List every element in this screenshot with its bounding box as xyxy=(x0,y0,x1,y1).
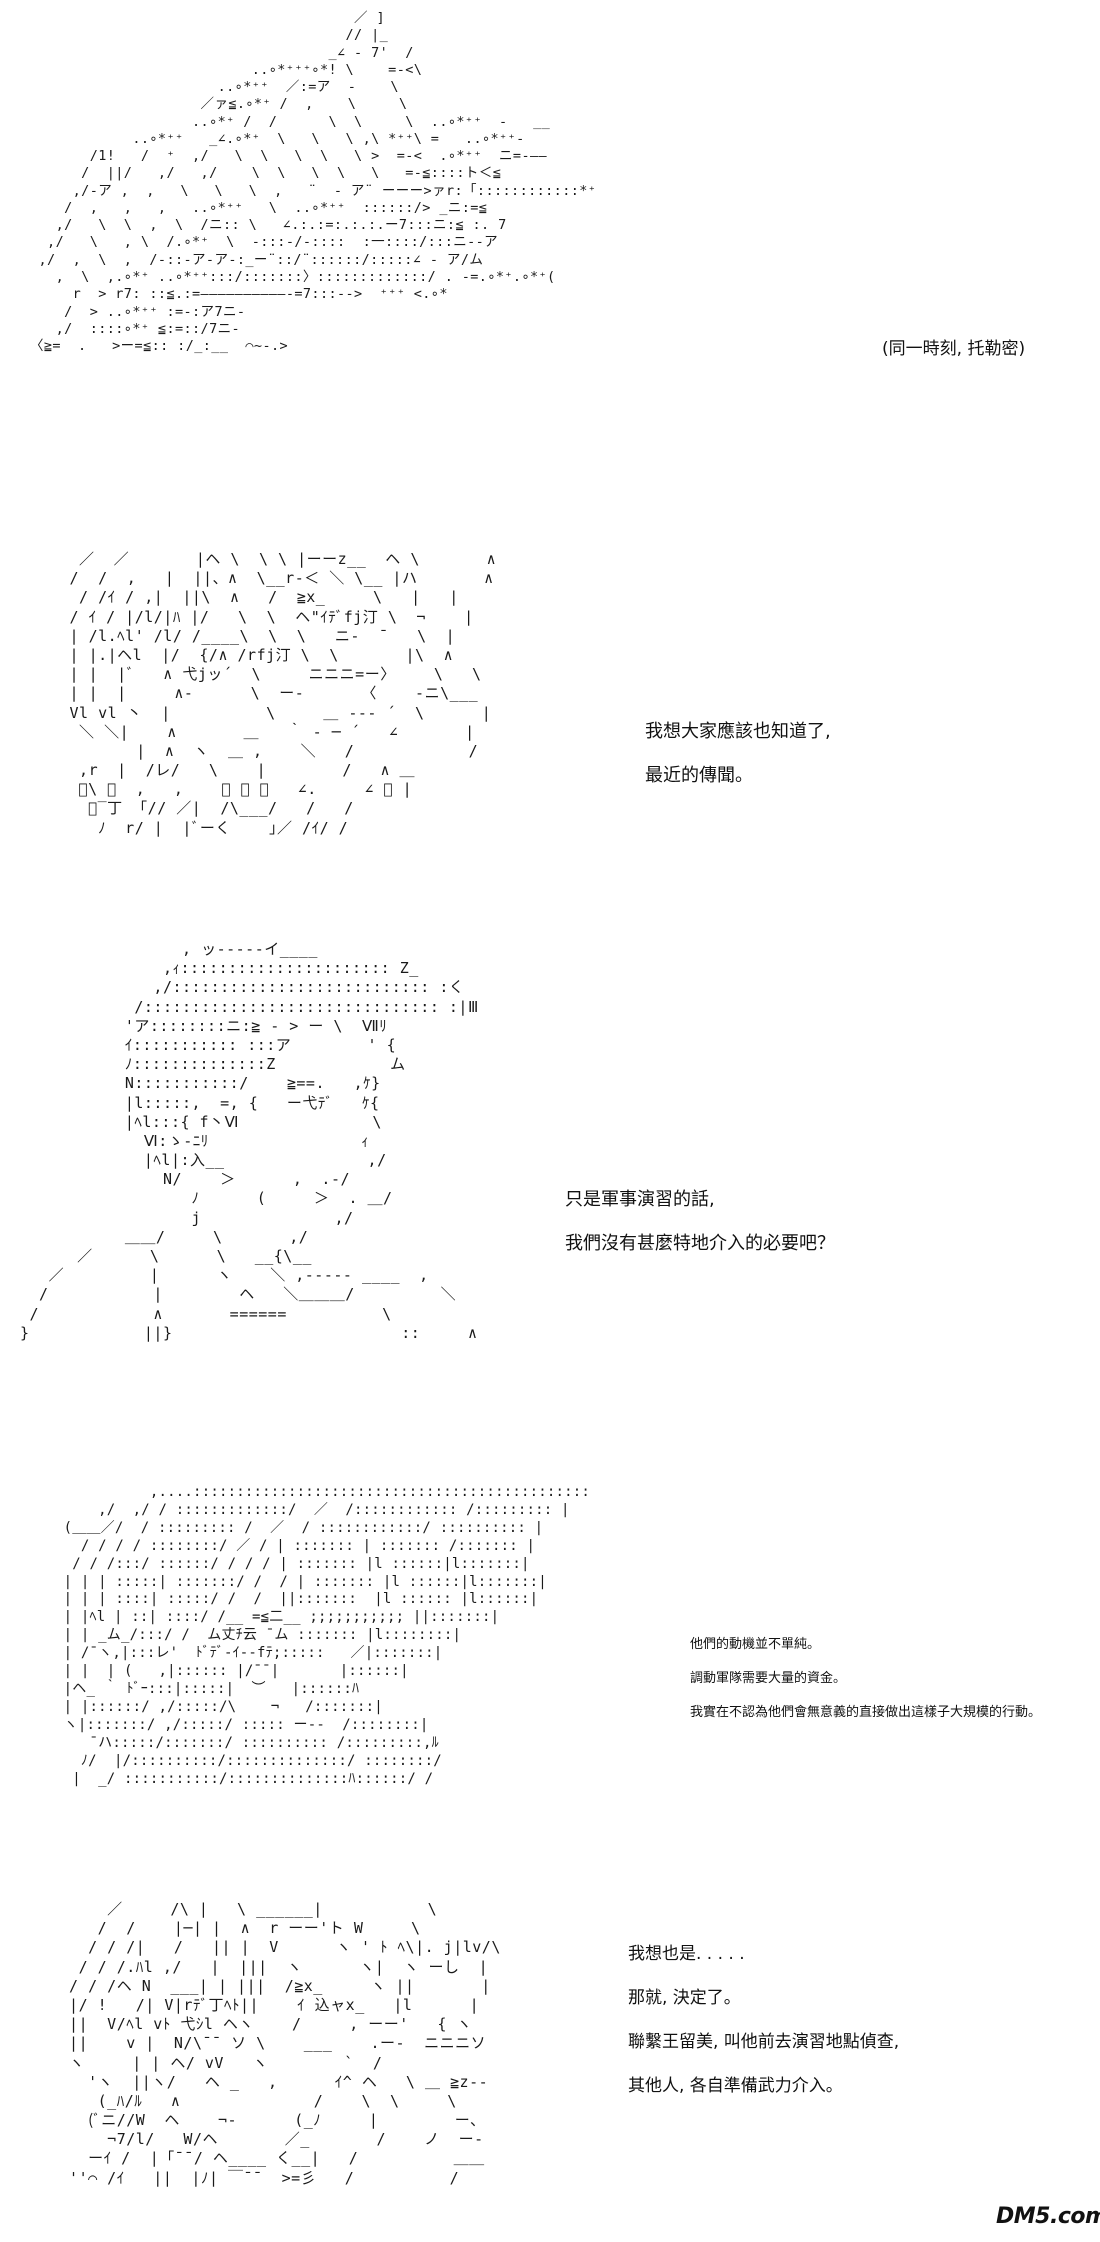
character-ascii-art: ／ /\ | \ ______| \ / / |─| | ∧ r ーー'ト W … xyxy=(69,1900,501,2187)
caption-line: 其他人, 各自準備武力介入。 xyxy=(628,2076,843,2096)
panel-speaker-4: ／ /\ | \ ______| \ / / |─| | ∧ r ーー'ト W … xyxy=(0,1880,1100,2242)
panel-caption: 我想也是. . . . . 那就, 決定了。 聯繫王留美, 叫他前去演習地點偵查… xyxy=(628,1932,899,2108)
character-ascii-art: ,....:::::::::::::::::::::::::::::::::::… xyxy=(63,1484,590,1787)
panel-spaceship: ／ ] // |_ _∠ - 7' / ..∘*⁺⁺⁺∘*! \ =-<\ ..… xyxy=(0,0,1100,520)
panel-caption: (同一時刻, 托勒密) xyxy=(882,334,1025,359)
caption-line: 聯繫王留美, 叫他前去演習地點偵查, xyxy=(628,2032,900,2052)
panel-caption: 我想大家應該也知道了, 最近的傳聞。 xyxy=(645,710,831,798)
caption-line: 調動軍隊需要大量的資金。 xyxy=(690,1671,847,1686)
panel-caption: 他們的動機並不單純。 調動軍隊需要大量的資金。 我實在不認為他們會無意義的直接做… xyxy=(690,1628,1041,1730)
dm5-logo: DM5.com xyxy=(996,2204,1100,2240)
panel-speaker-1: ／ ／ |ヘ \ \ \ |ーーz__ ヘ \ ∧ / / , | ||、∧ \… xyxy=(0,520,1100,910)
logo-text: DM5.com xyxy=(996,2204,1100,2229)
spaceship-ascii-art: ／ ] // |_ _∠ - 7' / ..∘*⁺⁺⁺∘*! \ =-<\ ..… xyxy=(30,10,597,355)
caption-line: 只是軍事演習的話, xyxy=(565,1189,715,1210)
character-ascii-art: ／ ／ |ヘ \ \ \ |ーーz__ ヘ \ ∧ / / , | ||、∧ \… xyxy=(69,550,497,837)
caption-line: 他們的動機並不單純。 xyxy=(690,1637,821,1652)
caption-line: 我實在不認為他們會無意義的直接做出這樣子大規模的行動。 xyxy=(690,1705,1042,1720)
caption-line: 那就, 決定了。 xyxy=(628,1988,741,2008)
panel-speaker-2: , ッ-----イ____ ,ｨ:::::::::::::::::::::: Z… xyxy=(0,910,1100,1470)
panel-speaker-3: ,....:::::::::::::::::::::::::::::::::::… xyxy=(0,1470,1100,1880)
character-ascii-art: , ッ-----イ____ ,ｨ:::::::::::::::::::::: Z… xyxy=(20,940,479,1342)
caption-line: 我想大家應該也知道了, xyxy=(645,721,831,742)
caption-line: 我想也是. . . . . xyxy=(628,1944,745,1964)
caption-line: 最近的傳聞。 xyxy=(645,765,753,786)
caption-line: (同一時刻, 托勒密) xyxy=(882,339,1026,359)
caption-line: 我們沒有甚麼特地介入的必要吧？ xyxy=(565,1233,835,1254)
panel-caption: 只是軍事演習的話, 我們沒有甚麼特地介入的必要吧？ xyxy=(565,1178,835,1266)
